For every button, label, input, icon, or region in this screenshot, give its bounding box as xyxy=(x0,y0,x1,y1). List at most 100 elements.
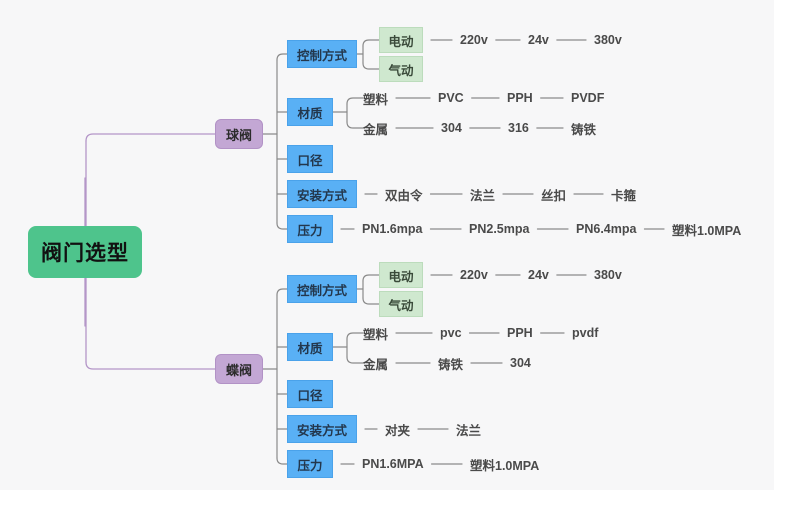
node-ball-valve-control-mode-electric-item-1-label: 24v xyxy=(528,33,549,47)
node-ball-valve-install-mode-item-1-label: 法兰 xyxy=(470,188,496,203)
node-butterfly-valve-material-plastic-item-1-label: PPH xyxy=(507,326,533,340)
node-ball-valve-material-plastic-item-0-label: PVC xyxy=(438,91,464,105)
node-butterfly-valve-install-mode-item-0-label: 对夹 xyxy=(385,423,411,438)
node-butterfly-valve-bore-size-label: 口径 xyxy=(297,388,323,403)
node-ball-valve-material-plastic-item-1-label: PPH xyxy=(507,91,533,105)
branch-node-ball-valve-label: 球阀 xyxy=(225,127,252,143)
node-butterfly-valve-pressure-item-0-label: PN1.6MPA xyxy=(362,457,424,471)
node-ball-valve-control-mode-label: 控制方式 xyxy=(296,48,347,63)
node-butterfly-valve-material-plastic-item-2-label: pvdf xyxy=(572,326,599,340)
node-ball-valve-pressure-item-2-label: PN6.4mpa xyxy=(576,222,637,236)
node-ball-valve-control-mode[interactable]: 控制方式 xyxy=(287,40,357,68)
node-butterfly-valve-material-metal-label: 金属 xyxy=(363,357,389,372)
node-ball-valve-material-metal-item-2-label: 铸铁 xyxy=(571,122,597,137)
node-ball-valve-material-metal-item-0-label: 304 xyxy=(441,121,462,135)
node-butterfly-valve-material[interactable]: 材质 xyxy=(287,333,333,361)
node-butterfly-valve-material-metal-item-0[interactable]: 铸铁 xyxy=(438,353,463,373)
node-ball-valve-material-plastic-item-1[interactable]: PPH xyxy=(507,88,533,108)
node-ball-valve-control-mode-electric-item-0-label: 220v xyxy=(460,33,488,47)
node-butterfly-valve-control-mode-electric-item-0[interactable]: 220v xyxy=(460,265,488,285)
node-butterfly-valve-material-plastic-item-1[interactable]: PPH xyxy=(507,323,533,343)
node-ball-valve-pressure-item-1-label: PN2.5mpa xyxy=(469,222,530,236)
node-butterfly-valve-bore-size[interactable]: 口径 xyxy=(287,380,333,408)
node-ball-valve-bore-size[interactable]: 口径 xyxy=(287,145,333,173)
node-butterfly-valve-pressure-item-1-label: 塑料1.0MPA xyxy=(470,458,540,473)
node-ball-valve-material-metal-label: 金属 xyxy=(363,122,389,137)
node-ball-valve-material-plastic[interactable]: 塑料 xyxy=(363,88,388,108)
node-butterfly-valve-pressure-item-0[interactable]: PN1.6MPA xyxy=(362,454,424,474)
node-ball-valve-material[interactable]: 材质 xyxy=(287,98,333,126)
node-ball-valve-material-metal-item-1-label: 316 xyxy=(508,121,529,135)
node-ball-valve-control-mode-pneumatic-label: 气动 xyxy=(388,63,414,78)
node-ball-valve-install-mode-item-3-label: 卡箍 xyxy=(611,188,637,203)
node-butterfly-valve-control-mode-electric-item-2[interactable]: 380v xyxy=(594,265,622,285)
node-butterfly-valve-material-plastic-item-2[interactable]: pvdf xyxy=(572,323,598,343)
node-ball-valve-material-label: 材质 xyxy=(297,106,323,121)
node-butterfly-valve-control-mode-electric-item-2-label: 380v xyxy=(594,268,622,282)
node-ball-valve-install-mode-item-3[interactable]: 卡箍 xyxy=(611,184,636,204)
node-ball-valve-pressure-item-0-label: PN1.6mpa xyxy=(362,222,423,236)
node-ball-valve-install-mode-item-0[interactable]: 双由令 xyxy=(385,184,423,204)
node-butterfly-valve-material-metal[interactable]: 金属 xyxy=(363,353,388,373)
node-butterfly-valve-install-mode-item-1[interactable]: 法兰 xyxy=(456,419,481,439)
node-ball-valve-material-metal-item-1[interactable]: 316 xyxy=(508,118,529,138)
node-ball-valve-pressure-item-3-label: 塑料1.0MPA xyxy=(672,223,742,238)
node-ball-valve-install-mode-item-2-label: 丝扣 xyxy=(541,188,567,203)
node-ball-valve-pressure[interactable]: 压力 xyxy=(287,215,333,243)
node-butterfly-valve-install-mode-item-0[interactable]: 对夹 xyxy=(385,419,410,439)
node-butterfly-valve-control-mode-electric-item-1[interactable]: 24v xyxy=(528,265,549,285)
node-butterfly-valve-material-metal-item-0-label: 铸铁 xyxy=(438,357,464,372)
node-ball-valve-material-metal[interactable]: 金属 xyxy=(363,118,388,138)
node-butterfly-valve-pressure[interactable]: 压力 xyxy=(287,450,333,478)
node-butterfly-valve-control-mode-label: 控制方式 xyxy=(296,283,347,298)
node-butterfly-valve-control-mode-electric-item-1-label: 24v xyxy=(528,268,549,282)
node-butterfly-valve-material-plastic-label: 塑料 xyxy=(363,327,389,342)
node-butterfly-valve-material-plastic-item-0[interactable]: pvc xyxy=(440,323,462,343)
node-ball-valve-material-metal-item-2[interactable]: 铸铁 xyxy=(571,118,596,138)
node-ball-valve-install-mode-item-1[interactable]: 法兰 xyxy=(470,184,495,204)
node-butterfly-valve-control-mode-pneumatic[interactable]: 气动 xyxy=(379,291,423,317)
node-ball-valve-pressure-item-2[interactable]: PN6.4mpa xyxy=(576,219,636,239)
node-butterfly-valve-control-mode-electric[interactable]: 电动 xyxy=(379,262,423,288)
node-butterfly-valve-control-mode[interactable]: 控制方式 xyxy=(287,275,357,303)
node-ball-valve-install-mode[interactable]: 安装方式 xyxy=(287,180,357,208)
node-butterfly-valve-material-plastic[interactable]: 塑料 xyxy=(363,323,388,343)
node-butterfly-valve-material-label: 材质 xyxy=(297,341,323,356)
branch-node-ball-valve[interactable]: 球阀 xyxy=(215,119,263,149)
root-node[interactable]: 阀门选型 xyxy=(28,226,142,278)
node-ball-valve-control-mode-electric-item-1[interactable]: 24v xyxy=(528,30,549,50)
node-butterfly-valve-control-mode-electric-item-0-label: 220v xyxy=(460,268,488,282)
node-butterfly-valve-material-metal-item-1-label: 304 xyxy=(510,356,531,370)
node-butterfly-valve-install-mode[interactable]: 安装方式 xyxy=(287,415,357,443)
node-butterfly-valve-install-mode-label: 安装方式 xyxy=(296,423,347,438)
branch-node-butterfly-valve[interactable]: 蝶阀 xyxy=(215,354,263,384)
node-ball-valve-install-mode-item-0-label: 双由令 xyxy=(385,188,423,203)
node-ball-valve-control-mode-electric-item-2-label: 380v xyxy=(594,33,622,47)
node-ball-valve-material-metal-item-0[interactable]: 304 xyxy=(441,118,462,138)
node-butterfly-valve-control-mode-pneumatic-label: 气动 xyxy=(388,298,414,313)
branch-node-butterfly-valve-label: 蝶阀 xyxy=(225,362,252,378)
node-ball-valve-pressure-item-1[interactable]: PN2.5mpa xyxy=(469,219,529,239)
node-ball-valve-install-mode-label: 安装方式 xyxy=(296,188,347,203)
node-ball-valve-bore-size-label: 口径 xyxy=(297,153,323,168)
node-ball-valve-control-mode-electric-label: 电动 xyxy=(388,34,414,49)
node-ball-valve-pressure-item-0[interactable]: PN1.6mpa xyxy=(362,219,422,239)
node-ball-valve-control-mode-electric[interactable]: 电动 xyxy=(379,27,423,53)
node-butterfly-valve-pressure-item-1[interactable]: 塑料1.0MPA xyxy=(470,454,539,474)
node-ball-valve-material-plastic-item-2[interactable]: PVDF xyxy=(571,88,604,108)
node-ball-valve-control-mode-electric-item-0[interactable]: 220v xyxy=(460,30,488,50)
node-ball-valve-material-plastic-label: 塑料 xyxy=(363,92,389,107)
root-node-label: 阀门选型 xyxy=(41,242,129,265)
node-butterfly-valve-control-mode-electric-label: 电动 xyxy=(388,269,414,284)
node-ball-valve-pressure-item-3[interactable]: 塑料1.0MPA xyxy=(672,219,741,239)
node-ball-valve-control-mode-electric-item-2[interactable]: 380v xyxy=(594,30,622,50)
node-butterfly-valve-material-plastic-item-0-label: pvc xyxy=(440,326,462,340)
node-butterfly-valve-pressure-label: 压力 xyxy=(297,458,323,473)
node-butterfly-valve-material-metal-item-1[interactable]: 304 xyxy=(510,353,531,373)
node-ball-valve-control-mode-pneumatic[interactable]: 气动 xyxy=(379,56,423,82)
node-ball-valve-install-mode-item-2[interactable]: 丝扣 xyxy=(541,184,566,204)
node-ball-valve-pressure-label: 压力 xyxy=(297,223,323,238)
node-ball-valve-material-plastic-item-0[interactable]: PVC xyxy=(438,88,464,108)
node-butterfly-valve-install-mode-item-1-label: 法兰 xyxy=(456,423,482,438)
